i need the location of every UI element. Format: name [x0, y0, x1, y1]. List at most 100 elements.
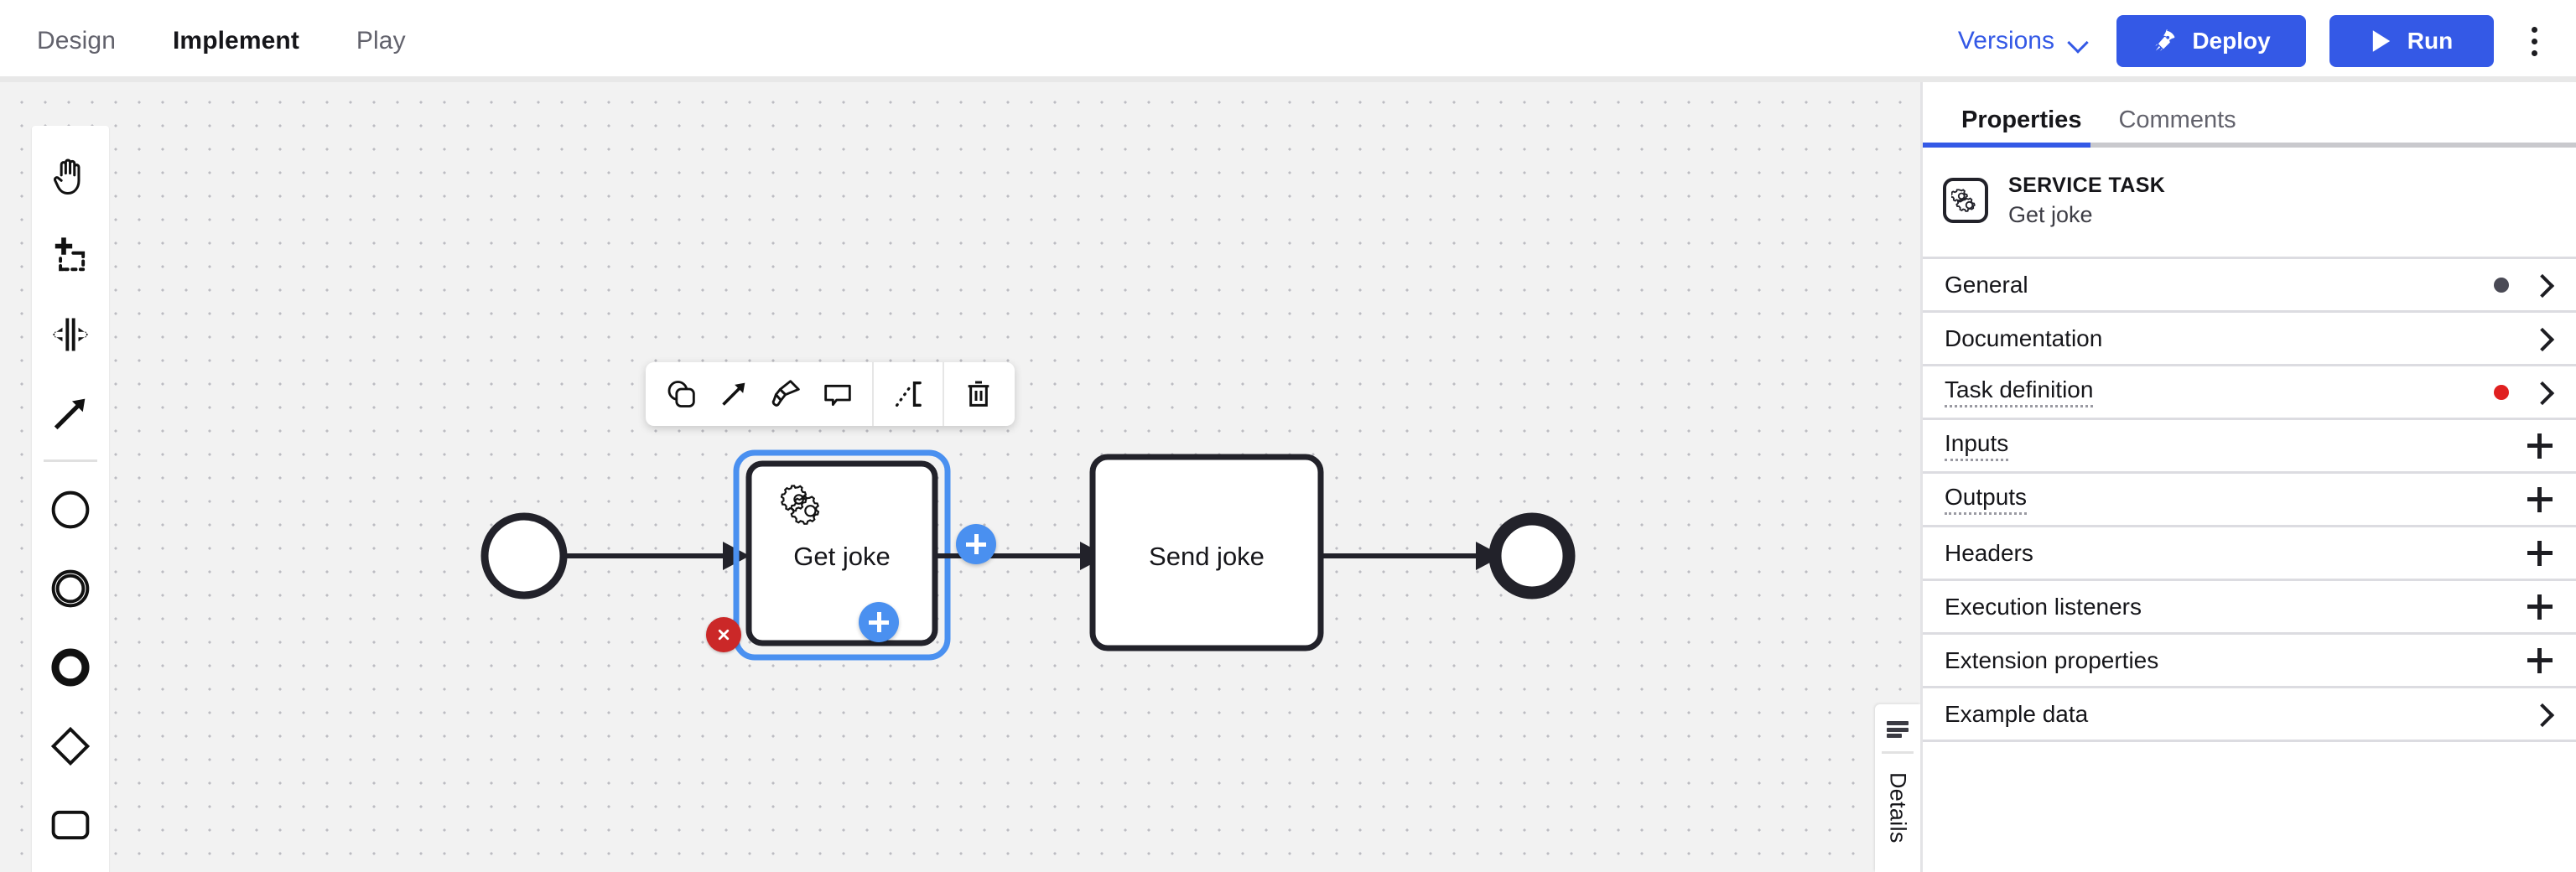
properties-group-list: General Documentation Task definition	[1923, 257, 2576, 743]
prop-group-label: Documentation	[1945, 324, 2103, 351]
prop-group-label: Example data	[1945, 700, 2089, 727]
play-icon	[2372, 30, 2390, 52]
tab-play[interactable]: Play	[328, 0, 434, 82]
versions-label: Versions	[1957, 27, 2054, 54]
add-icon[interactable]	[2527, 433, 2553, 459]
chevron-right-icon	[2531, 274, 2553, 296]
service-task-icon	[1943, 178, 1988, 224]
gateway-shape-icon[interactable]	[32, 707, 109, 786]
add-icon[interactable]	[2527, 540, 2553, 566]
lasso-tool-icon[interactable]	[32, 216, 109, 295]
element-type-label: SERVICE TASK	[2008, 174, 2166, 197]
start-event-shape-icon[interactable]	[32, 470, 109, 549]
prop-group-general[interactable]: General	[1923, 259, 2576, 314]
space-tool-icon[interactable]	[32, 295, 109, 374]
prop-group-label: Task definition	[1945, 376, 2094, 408]
intermediate-event-shape-icon[interactable]	[32, 549, 109, 628]
versions-dropdown[interactable]: Versions	[1958, 27, 2088, 55]
properties-panel: Properties Comments SERVICE TASK Get jok…	[1920, 82, 2576, 872]
task-send-joke-label: Send joke	[1149, 542, 1265, 571]
tab-implement-label: Implement	[172, 27, 299, 54]
connect-arrow-icon[interactable]	[708, 362, 760, 426]
status-dot	[2494, 277, 2509, 293]
top-bar-divider	[0, 76, 2576, 82]
tab-design[interactable]: Design	[0, 0, 144, 82]
element-name-label: Get joke	[2008, 202, 2093, 227]
tab-properties-label: Properties	[1961, 106, 2082, 133]
append-boundary-icon[interactable]	[882, 362, 934, 426]
details-drawer-tab[interactable]: Details	[1875, 704, 1920, 872]
change-type-icon[interactable]	[656, 362, 708, 426]
chevron-right-icon	[2531, 328, 2553, 350]
task-error-badge[interactable]	[706, 617, 741, 652]
bpmn-diagram: Get joke Send joke	[0, 82, 1920, 872]
prop-group-extension-properties[interactable]: Extension properties	[1923, 635, 2576, 689]
prop-group-label: Outputs	[1945, 484, 2028, 516]
sequence-flow-3	[1321, 542, 1503, 570]
prop-group-inputs[interactable]: Inputs	[1923, 420, 2576, 475]
prop-group-documentation[interactable]: Documentation	[1923, 313, 2576, 367]
prop-group-execution-listeners[interactable]: Execution listeners	[1923, 581, 2576, 636]
add-icon[interactable]	[2527, 594, 2553, 620]
set-color-icon[interactable]	[760, 362, 812, 426]
panel-element-header: SERVICE TASK Get joke	[1923, 148, 2576, 257]
text-annotation-icon[interactable]	[812, 362, 864, 426]
service-task-gear-icon	[780, 485, 820, 525]
more-options-icon[interactable]	[2519, 15, 2549, 67]
chevron-right-icon	[2531, 382, 2553, 403]
prop-group-label: Headers	[1945, 539, 2033, 566]
append-plus-badge[interactable]	[859, 602, 899, 642]
run-button[interactable]: Run	[2329, 15, 2494, 67]
rocket-icon	[2155, 29, 2175, 51]
prop-group-example-data[interactable]: Example data	[1923, 688, 2576, 743]
delete-icon[interactable]	[953, 362, 1005, 426]
bpmn-canvas[interactable]: Get joke Send joke	[0, 82, 1920, 872]
insert-on-flow-plus-badge[interactable]	[956, 524, 996, 564]
prop-group-label: Inputs	[1945, 430, 2009, 462]
end-event-shape-icon[interactable]	[32, 628, 109, 707]
tab-play-label: Play	[356, 27, 406, 54]
chevron-down-icon	[2068, 31, 2088, 51]
end-event	[1488, 512, 1576, 600]
deploy-label: Deploy	[2192, 28, 2271, 54]
details-tab-divider	[1882, 751, 1914, 754]
start-event	[480, 512, 568, 600]
task-shape-icon[interactable]	[32, 786, 109, 864]
hand-tool-icon[interactable]	[32, 138, 109, 216]
prop-group-task-definition[interactable]: Task definition	[1923, 366, 2576, 421]
error-x-icon	[714, 625, 734, 645]
bpmn-svg	[480, 449, 1576, 661]
prop-group-label: General	[1945, 271, 2028, 298]
top-bar-actions: Versions Deploy Run	[1958, 0, 2549, 82]
prop-group-label: Execution listeners	[1945, 593, 2142, 620]
bpmn-palette	[32, 126, 109, 872]
context-pad-divider-2	[943, 362, 944, 426]
task-get-joke-label: Get joke	[793, 542, 891, 571]
run-label: Run	[2407, 28, 2454, 54]
deploy-button[interactable]: Deploy	[2116, 15, 2306, 67]
main-tabs: Design Implement Play	[0, 0, 434, 82]
list-icon	[1887, 721, 1909, 738]
tab-comments[interactable]: Comments	[2100, 106, 2254, 148]
task-send-joke	[1089, 454, 1324, 651]
context-pad	[646, 362, 1015, 426]
global-connect-tool-icon[interactable]	[32, 374, 109, 453]
add-icon[interactable]	[2527, 647, 2553, 673]
prop-group-headers[interactable]: Headers	[1923, 527, 2576, 582]
details-drawer-label: Details	[1885, 772, 1911, 843]
add-icon[interactable]	[2527, 486, 2553, 512]
tab-implement[interactable]: Implement	[143, 0, 328, 82]
chevron-right-icon	[2531, 703, 2553, 725]
prop-group-outputs[interactable]: Outputs	[1923, 474, 2576, 528]
palette-divider	[44, 459, 97, 462]
properties-panel-tabs: Properties Comments	[1923, 82, 2576, 148]
prop-group-label: Extension properties	[1945, 646, 2159, 673]
top-bar: Design Implement Play Versions	[0, 0, 2576, 82]
panel-tab-indicator	[1923, 143, 2090, 148]
tab-comments-label: Comments	[2118, 106, 2236, 133]
status-dot-error	[2494, 384, 2509, 400]
tab-design-label: Design	[37, 27, 116, 54]
tab-properties[interactable]: Properties	[1943, 106, 2100, 148]
panel-element-text: SERVICE TASK Get joke	[2008, 173, 2165, 228]
